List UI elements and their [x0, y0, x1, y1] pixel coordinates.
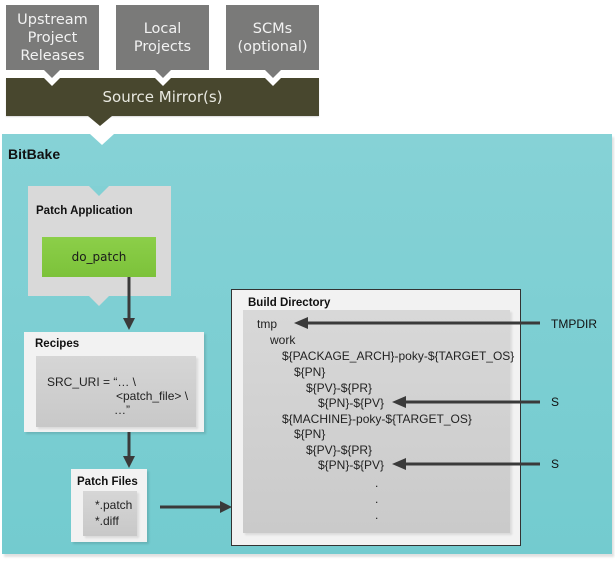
tree-pn-pv: ${PN}-${PV} — [318, 396, 385, 410]
mirror-pointer — [88, 116, 112, 126]
src-uri-line-2: <patch_file> \ — [116, 389, 189, 403]
patch-ext-diff: *.diff — [95, 514, 119, 528]
tree-pv-pr: ${PV}-${PR} — [306, 381, 373, 395]
build-directory-title: Build Directory — [248, 297, 331, 309]
tree-package-arch: ${PACKAGE_ARCH}-poky-${TARGET_OS} — [282, 349, 515, 363]
mirror-notch-upstream — [44, 78, 60, 86]
scms-box: SCMs (optional) — [226, 5, 319, 70]
tree-ellipsis-1: . — [375, 476, 379, 490]
upstream-pointer — [44, 70, 60, 78]
tmpdir-label: TMPDIR — [551, 317, 597, 331]
tree-pn-pv-2: ${PN}-${PV} — [318, 458, 385, 472]
tree-pv-pr-2: ${PV}-${PR} — [306, 443, 373, 457]
mirror-notch-local — [155, 78, 171, 86]
scms-pointer — [265, 70, 281, 78]
recipes-inner — [36, 356, 196, 427]
do-patch-task: do_patch — [42, 237, 156, 277]
tree-work: work — [270, 333, 296, 347]
recipes-title: Recipes — [35, 338, 80, 350]
mirror-notch-scms — [265, 78, 281, 86]
bitbake-notch — [90, 134, 114, 145]
source-mirror-label: Source Mirror(s) — [102, 88, 223, 106]
patch-application-notch — [89, 186, 109, 196]
tree-ellipsis-3: . — [375, 508, 379, 522]
local-projects-pointer — [155, 70, 171, 78]
tree-ellipsis-2: . — [375, 492, 379, 506]
src-uri-line-1: SRC_URI = “… \ — [47, 375, 137, 389]
bitbake-title: BitBake — [8, 146, 61, 162]
patch-files-inner — [83, 491, 137, 536]
patch-ext-patch: *.patch — [95, 498, 133, 512]
s-label-1: S — [551, 395, 560, 409]
tree-pn-2: ${PN} — [294, 427, 326, 441]
upstream-project-releases-box: Upstream Project Releases — [6, 5, 99, 70]
patch-files-title: Patch Files — [77, 476, 138, 488]
src-uri-line-3: …” — [114, 403, 130, 417]
build-directory-inner — [243, 310, 510, 533]
patch-application-pointer — [89, 296, 109, 306]
tree-tmp: tmp — [257, 317, 278, 331]
patch-application-title: Patch Application — [36, 205, 133, 217]
tree-pn: ${PN} — [294, 365, 326, 379]
local-projects-box: Local Projects — [116, 5, 209, 70]
s-label-2: S — [551, 457, 560, 471]
do-patch-label: do_patch — [71, 250, 127, 264]
tree-machine: ${MACHINE}-poky-${TARGET_OS} — [282, 412, 472, 426]
